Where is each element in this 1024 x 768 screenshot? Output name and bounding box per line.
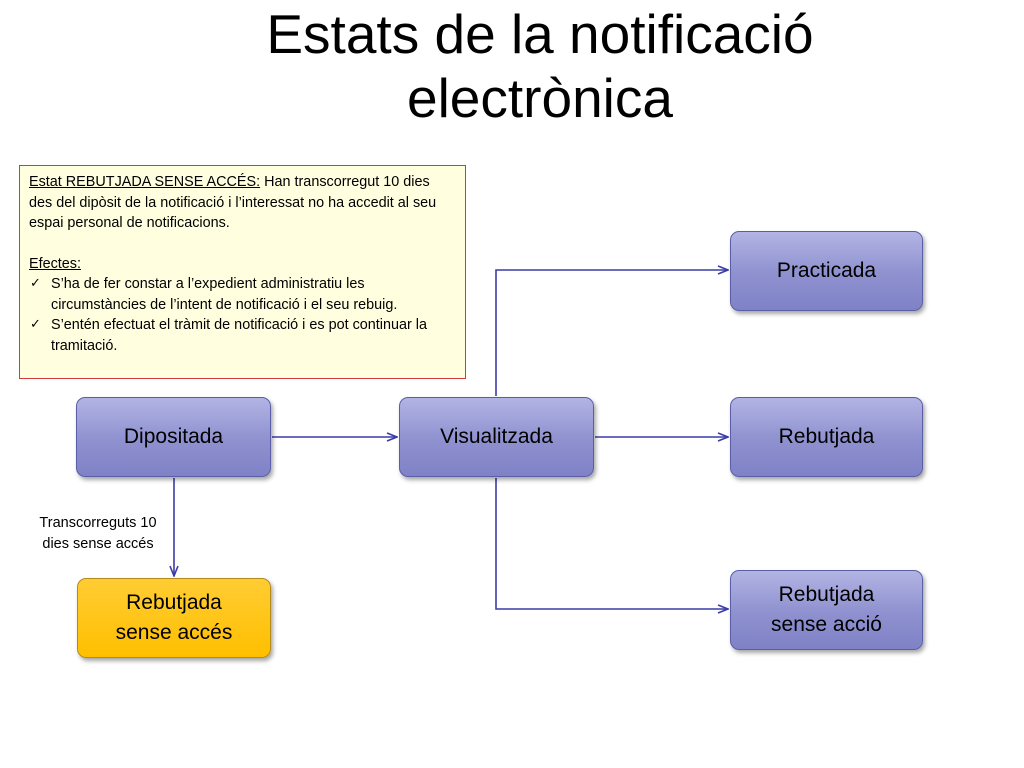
edge-label-line-1: Transcorreguts 10 <box>39 515 157 531</box>
arrow-visualitzada-to-rebutjada-sense-accio <box>495 478 728 609</box>
effects-list: ✓ S’ha de fer constar a l’expedient admin… <box>29 274 456 356</box>
effects-item: ✓ S’entén efectuat el tràmit de notificac… <box>29 315 456 356</box>
node-visualitzada-label: Visualitzada <box>440 425 553 448</box>
node-rebutjada-sense-accio-line-2: sense acció <box>771 613 882 636</box>
node-rebutjada-sense-acces-line-1: Rebutjada <box>126 591 222 614</box>
node-practicada-label: Practicada <box>776 259 877 282</box>
node-visualitzada: Visualitzada <box>399 397 594 477</box>
check-icon: ✓ <box>30 317 41 332</box>
effects-item: ✓ S’ha de fer constar a l’expedient admin… <box>29 274 456 315</box>
node-rebutjada-sense-acces-line-2: sense accés <box>115 621 233 644</box>
node-dipositada-label: Dipositada <box>123 425 224 448</box>
node-dipositada: Dipositada <box>76 397 271 477</box>
edge-label-line-2: dies sense accés <box>42 536 154 552</box>
effects-item-text: S’entén efectuat el tràmit de notificaci… <box>51 317 427 354</box>
node-practicada: Practicada <box>730 231 923 311</box>
info-box: Estat REBUTJADA SENSE ACCÉS: Han transco… <box>19 165 466 379</box>
title-line-2: electrònica <box>407 67 673 129</box>
node-rebutjada: Rebutjada <box>730 397 923 477</box>
info-heading: Estat REBUTJADA SENSE ACCÉS: Han transco… <box>29 172 456 234</box>
slide-title: Estats de la notificació electrònica <box>140 2 940 130</box>
node-rebutjada-sense-accio-line-1: Rebutjada <box>778 583 875 606</box>
title-line-1: Estats de la notificació <box>266 3 814 65</box>
node-rebutjada-sense-acces: Rebutjada sense accés <box>77 578 271 658</box>
edge-label-transcorreguts: Transcorreguts 10 dies sense accés <box>20 513 176 555</box>
check-icon: ✓ <box>30 276 41 291</box>
effects-label: Efectes: <box>29 255 81 272</box>
effects-item-text: S’ha de fer constar a l’expedient admini… <box>51 276 398 313</box>
info-heading-text: Han transcorregut 10 dies des del dipòsi… <box>29 174 437 231</box>
arrow-visualitzada-to-practicada <box>495 270 728 396</box>
node-rebutjada-sense-accio: Rebutjada sense acció <box>730 570 923 650</box>
info-heading-state: Estat REBUTJADA SENSE ACCÉS: <box>29 174 261 190</box>
node-rebutjada-label: Rebutjada <box>778 425 875 448</box>
